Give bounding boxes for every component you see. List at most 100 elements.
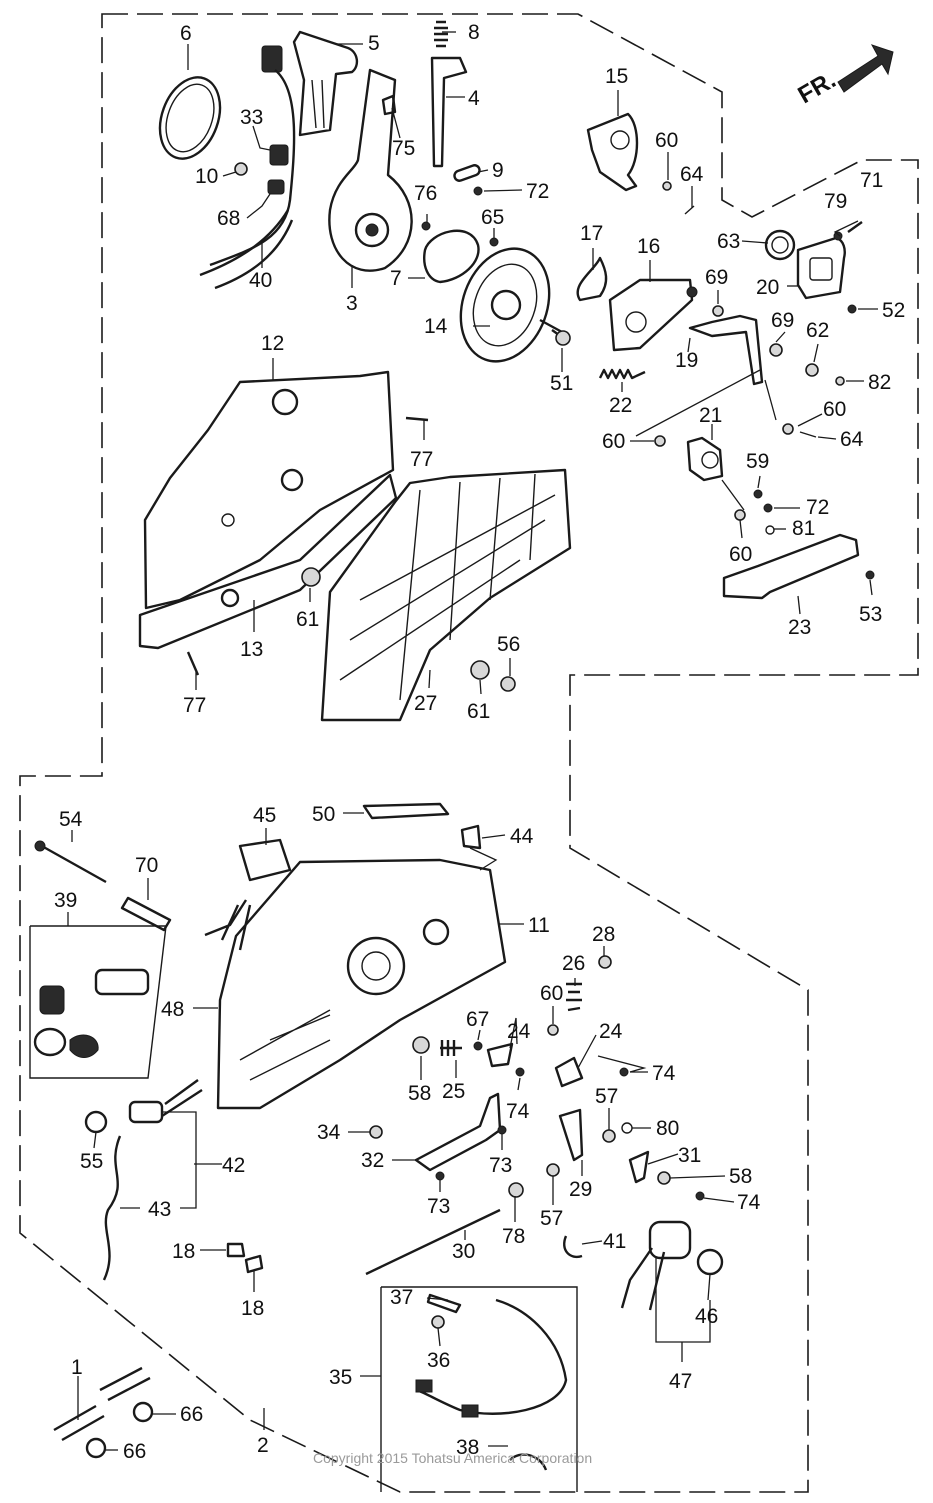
part-22-spring [598, 368, 646, 380]
callout-60-e: 60 [540, 982, 563, 1005]
part-55-nut [84, 1110, 108, 1134]
part-54-bolt [39, 843, 107, 884]
part-56-nut [500, 676, 516, 692]
part-77-screw-a [405, 416, 429, 422]
callout-13: 13 [240, 638, 263, 661]
part-27-grid-plate [320, 468, 572, 722]
callout-81: 81 [792, 517, 815, 540]
callout-24-a: 24 [507, 1020, 531, 1043]
part-40-wire-harness [199, 45, 296, 290]
callout-71: 71 [860, 169, 883, 192]
callout-80: 80 [656, 1117, 679, 1140]
callout-39: 39 [54, 889, 77, 912]
part-10-grommet [234, 162, 248, 176]
callout-7: 7 [390, 267, 402, 290]
part-20-block [796, 236, 846, 300]
callout-79: 79 [824, 190, 847, 213]
part-24-lever-a [486, 1042, 514, 1068]
part-34-nut [369, 1125, 383, 1139]
part-6-retaining-ring [158, 76, 222, 160]
callout-26: 26 [562, 952, 585, 975]
part-19-lever [688, 314, 764, 386]
callout-25: 25 [442, 1080, 465, 1103]
part-73-screw-a [497, 1125, 507, 1135]
callout-31: 31 [678, 1144, 701, 1167]
callout-75: 75 [392, 137, 415, 160]
callout-24-b: 24 [599, 1020, 623, 1043]
callout-45: 45 [253, 804, 276, 827]
part-69-collar-a [712, 305, 724, 317]
callout-3: 3 [346, 292, 358, 315]
callout-66-a: 66 [180, 1403, 203, 1426]
part-4-rod [430, 56, 468, 168]
part-82-clip [835, 376, 845, 386]
part-61-washer-a [301, 567, 321, 587]
callout-16: 16 [637, 235, 660, 258]
part-57-washer-a [602, 1129, 616, 1143]
part-30-rod [365, 1208, 501, 1276]
part-53-screw [865, 570, 875, 580]
callout-60-b: 60 [602, 430, 625, 453]
part-77-screw-b [186, 651, 200, 676]
part-58-washer-a [412, 1036, 430, 1054]
part-21-holder [686, 436, 724, 482]
part-60-washer-e [547, 1024, 559, 1036]
callout-15: 15 [605, 65, 628, 88]
part-72-screw-a [473, 186, 483, 196]
callout-40: 40 [249, 269, 272, 292]
part-60-washer-a [662, 181, 672, 191]
part-76-screw [421, 221, 431, 231]
callout-74-a: 74 [652, 1062, 676, 1085]
part-42-43-lanyard-switch [102, 1079, 203, 1281]
cover-plates [138, 370, 572, 722]
callout-76: 76 [414, 182, 437, 205]
callout-57-a: 57 [595, 1085, 618, 1108]
part-8-spring [434, 20, 448, 48]
callout-28: 28 [592, 923, 615, 946]
callout-60-c: 60 [823, 398, 846, 421]
callout-59: 59 [746, 450, 769, 473]
callout-58-a: 58 [408, 1082, 431, 1105]
callout-43: 43 [148, 1198, 171, 1221]
part-47-trim-switch [620, 1220, 692, 1311]
callout-56: 56 [497, 633, 520, 656]
part-16-plate [608, 278, 694, 352]
part-3-control-lever [328, 68, 413, 272]
callout-64-b: 64 [840, 428, 864, 451]
callout-72-a: 72 [526, 180, 549, 203]
part-9-link [453, 164, 481, 182]
callout-61-a: 61 [296, 608, 319, 631]
part-59-washer [753, 489, 763, 499]
part-74-screw-c [695, 1191, 705, 1201]
part-33-clip [269, 144, 289, 166]
callout-29: 29 [569, 1178, 592, 1201]
callout-22: 22 [609, 394, 632, 417]
part-46-cap [696, 1248, 724, 1276]
part-23-arm [722, 533, 860, 600]
callout-14: 14 [424, 315, 448, 338]
callout-12: 12 [261, 332, 284, 355]
callout-54: 54 [59, 808, 83, 831]
callout-51: 51 [550, 372, 573, 395]
callout-21: 21 [699, 404, 722, 427]
part-78-nut [508, 1182, 524, 1198]
part-71-screw [847, 221, 863, 233]
callout-46: 46 [695, 1305, 718, 1328]
callout-42: 42 [222, 1154, 245, 1177]
callout-77-a: 77 [410, 448, 433, 471]
callout-1: 1 [71, 1356, 83, 1379]
callout-11: 11 [528, 914, 550, 937]
callout-33: 33 [240, 106, 263, 129]
part-72-screw-b [763, 503, 773, 513]
part-81-clip [765, 525, 775, 535]
part-68-clip [267, 179, 285, 195]
callout-61-b: 61 [467, 700, 490, 723]
part-39-key-switch-kit [29, 925, 167, 1079]
front-arrow-icon [837, 44, 894, 93]
callout-67: 67 [466, 1008, 489, 1031]
front-direction-indicator: FR. [794, 44, 894, 109]
part-18-clip-b [244, 1254, 264, 1274]
part-79-washer [833, 231, 843, 241]
callout-66-b: 66 [123, 1440, 146, 1463]
